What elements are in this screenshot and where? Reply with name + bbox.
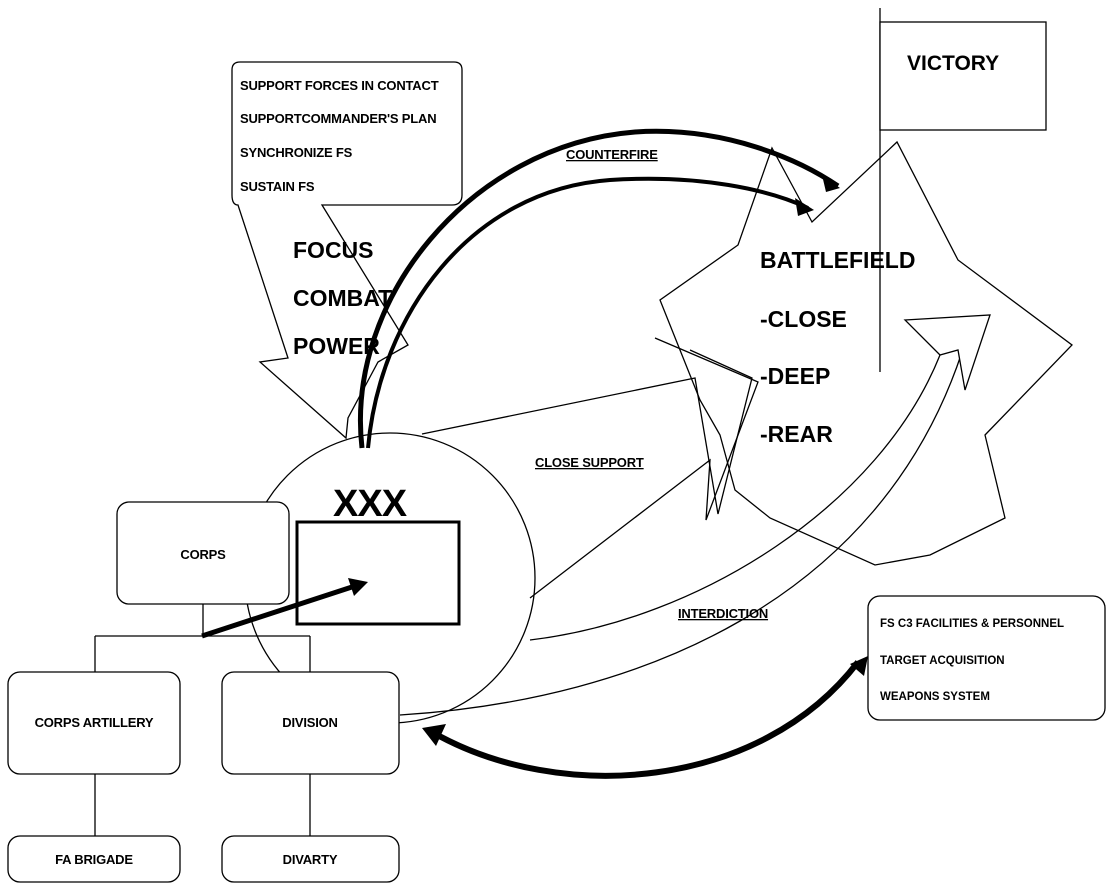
counterfire-arrow bbox=[358, 128, 840, 449]
corps-label: CORPS bbox=[180, 547, 226, 562]
fs-link-arrow bbox=[430, 660, 861, 779]
fs-box-item: WEAPONS SYSTEM bbox=[880, 691, 990, 703]
callout-item: SUPPORT FORCES IN CONTACT bbox=[240, 78, 439, 93]
corps-artillery-label: CORPS ARTILLERY bbox=[35, 715, 154, 730]
corps-link-arrowhead bbox=[348, 578, 368, 596]
callout-item: SYNCHRONIZE FS bbox=[240, 145, 353, 160]
corps-artillery-box bbox=[7, 671, 181, 775]
close-support-bolt-inner bbox=[529, 337, 759, 599]
division-box bbox=[221, 671, 400, 775]
fs-link-arrowhead-right bbox=[850, 656, 868, 676]
focus-text: POWER bbox=[293, 333, 380, 359]
battlefield-line: -DEEP bbox=[760, 363, 830, 389]
counterfire-inner-arrow bbox=[366, 176, 809, 449]
victory-flag-box bbox=[879, 21, 1047, 131]
corps-link-arrow bbox=[201, 583, 356, 639]
victory-label: VICTORY bbox=[907, 52, 999, 75]
battlefield-line: -REAR bbox=[760, 421, 833, 447]
close-support-bolt bbox=[421, 349, 753, 515]
corps-echelon-mark: XXX bbox=[333, 483, 408, 525]
callout-item: SUPPORTCOMMANDER'S PLAN bbox=[240, 111, 436, 126]
counterfire-inner-arrowhead bbox=[795, 198, 814, 216]
fs-box-item: TARGET ACQUISITION bbox=[880, 655, 1005, 667]
focus-text: COMBAT bbox=[293, 285, 392, 311]
callout-shape bbox=[231, 61, 463, 440]
battlefield-star-shape bbox=[659, 140, 1073, 566]
fa-brigade-box bbox=[7, 835, 181, 883]
corps-box bbox=[116, 501, 290, 605]
interdiction-arrow bbox=[529, 354, 941, 641]
divarty-box bbox=[221, 835, 400, 883]
focus-text: FOCUS bbox=[293, 237, 374, 263]
callout-item: SUSTAIN FS bbox=[240, 179, 315, 194]
interdiction-arrowhead bbox=[903, 314, 991, 391]
counterfire-label: COUNTERFIRE bbox=[566, 147, 658, 162]
fs-box-item: FS C3 FACILITIES & PERSONNEL bbox=[880, 618, 1064, 630]
fs-box bbox=[867, 595, 1106, 721]
counterfire-arrowhead bbox=[822, 175, 840, 192]
fa-brigade-label: FA BRIGADE bbox=[55, 852, 133, 867]
battlefield-line: -CLOSE bbox=[760, 306, 847, 332]
interdiction-label: INTERDICTION bbox=[678, 606, 768, 621]
battlefield-line: BATTLEFIELD bbox=[760, 247, 915, 273]
fs-link-arrowhead-left bbox=[422, 724, 446, 746]
divarty-label: DIVARTY bbox=[283, 852, 338, 867]
corps-unit-symbol bbox=[295, 520, 461, 626]
division-label: DIVISION bbox=[282, 715, 337, 730]
close-support-label: CLOSE SUPPORT bbox=[535, 455, 644, 470]
interdiction-arrow-lower bbox=[399, 351, 963, 716]
